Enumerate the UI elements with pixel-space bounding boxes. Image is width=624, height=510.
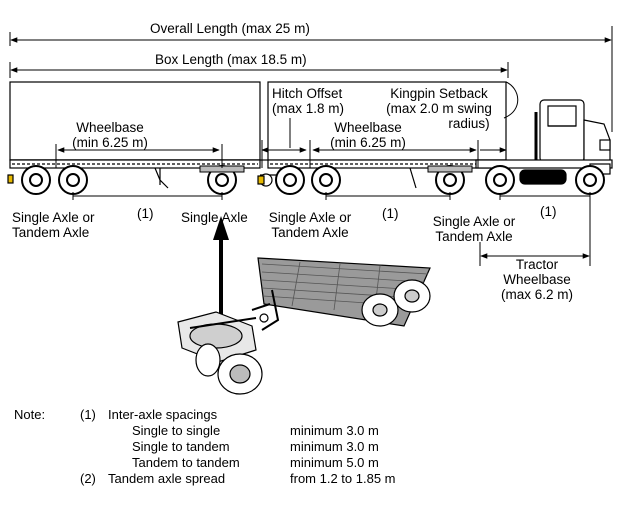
callout-arrow xyxy=(213,216,229,318)
kingpin-line3: radius) xyxy=(448,116,490,131)
lead-rear-axle-label: Single Axle xyxy=(181,210,248,225)
spacing-mark-tractor: (1) xyxy=(540,204,557,219)
lead-wheelbase-line2: (min 6.25 m) xyxy=(72,135,148,150)
box-length-label: Box Length (max 18.5 m) xyxy=(155,52,307,67)
note1-row-value: minimum 5.0 m xyxy=(290,455,379,470)
rear-front-axle-line1: Single Axle or xyxy=(268,210,352,225)
tractor-axle-line2: Tandem Axle xyxy=(435,229,513,244)
tractor-wb-line2: Wheelbase xyxy=(503,272,571,287)
hitch-offset-label: Hitch Offset (max 1.8 m) xyxy=(272,86,344,116)
rear-wheelbase-dimension xyxy=(309,140,477,168)
lead-trailer xyxy=(7,81,261,189)
notes-heading: Note: xyxy=(14,407,46,422)
tractor-axle-label: Single Axle or Tandem Axle xyxy=(422,214,526,244)
kingpin-line2: (max 2.0 m swing xyxy=(386,101,492,116)
note1-row-label: Tandem to tandem xyxy=(132,455,240,470)
kingpin-setback-dimension xyxy=(477,81,519,168)
spacing-mark-lead: (1) xyxy=(137,206,154,221)
rear-trailer-wheels xyxy=(275,165,473,195)
dolly-illustration xyxy=(177,257,431,395)
lead-front-axle-line1: Single Axle or xyxy=(12,210,95,225)
tractor-wb-line3: (max 6.2 m) xyxy=(500,287,573,302)
lead-wheelbase-dimension xyxy=(55,144,223,168)
rear-wheelbase-line2: (min 6.25 m) xyxy=(330,135,406,150)
note1-row-label: Single to single xyxy=(132,423,221,438)
overall-length-dimension xyxy=(9,26,613,132)
rear-front-axle-label: Single Axle or Tandem Axle xyxy=(258,210,362,240)
overall-length-label: Overall Length (max 25 m) xyxy=(150,21,310,36)
inter-axle-spacings xyxy=(72,192,591,200)
note2-label: Tandem axle spread xyxy=(108,471,226,486)
lead-trailer-wheels xyxy=(21,165,245,195)
note2-value: from 1.2 to 1.85 m xyxy=(290,471,396,486)
tractor-wheelbase-label: Tractor Wheelbase (max 6.2 m) xyxy=(484,257,590,302)
box-length-dimension xyxy=(9,62,509,78)
tractor-wheels xyxy=(485,165,605,195)
note1-title: Inter-axle spacings xyxy=(108,407,218,422)
note1-row-value: minimum 3.0 m xyxy=(290,423,379,438)
lead-wheelbase-label: Wheelbase (min 6.25 m) xyxy=(58,120,162,150)
tractor-wb-line1: Tractor xyxy=(515,257,559,272)
kingpin-setback-label: Kingpin Setback (max 2.0 m swing radius) xyxy=(372,86,506,131)
tractor-wheelbase-dimension xyxy=(479,200,591,266)
hitch-offset-dimension xyxy=(261,118,307,168)
rear-front-axle-line2: Tandem Axle xyxy=(271,225,349,240)
tractor xyxy=(475,99,613,185)
hitch-offset-line2: (max 1.8 m) xyxy=(272,101,345,116)
lead-wheelbase-line1: Wheelbase xyxy=(76,120,144,135)
lead-front-axle-label: Single Axle or Tandem Axle xyxy=(12,210,95,240)
note1-row-label: Single to tandem xyxy=(132,439,230,454)
note1-marker: (1) xyxy=(80,407,96,422)
lead-front-axle-line2: Tandem Axle xyxy=(12,225,90,240)
rear-trailer xyxy=(267,81,507,189)
hitch-offset-line1: Hitch Offset xyxy=(272,86,343,101)
rear-wheelbase-label: Wheelbase (min 6.25 m) xyxy=(316,120,420,150)
tractor-axle-line1: Single Axle or xyxy=(432,214,516,229)
spacing-mark-rear: (1) xyxy=(382,206,399,221)
rear-wheelbase-line1: Wheelbase xyxy=(334,120,402,135)
kingpin-line1: Kingpin Setback xyxy=(390,86,488,101)
note1-row-value: minimum 3.0 m xyxy=(290,439,379,454)
note2-marker: (2) xyxy=(80,471,96,486)
